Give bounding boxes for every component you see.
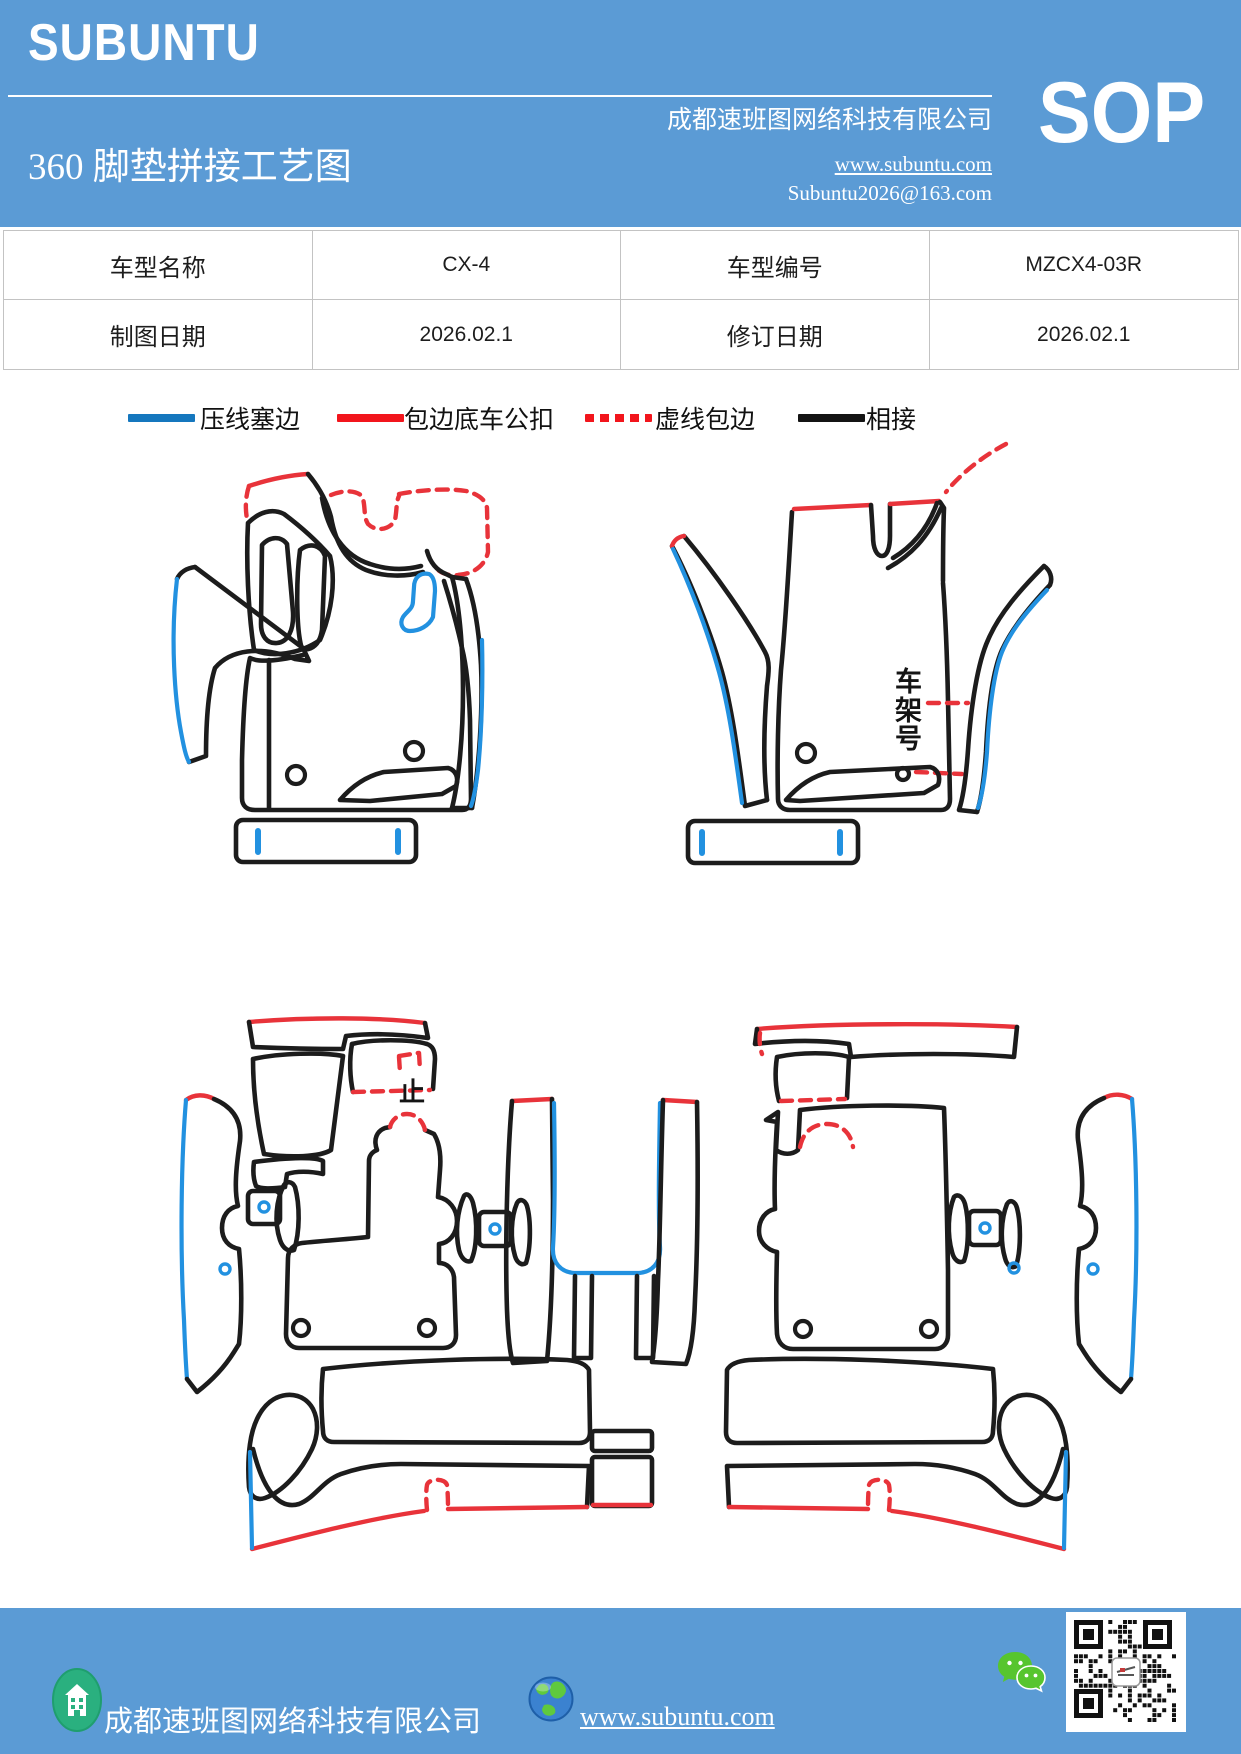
legend-swatch-red-dashed — [585, 414, 652, 422]
legend-label: 虚线包边 — [655, 407, 756, 434]
header-company-name: 成都速班图网络科技有限公司 — [666, 107, 992, 134]
qr-code — [1066, 1612, 1186, 1732]
footer-website-link[interactable]: www.subuntu.com — [580, 1702, 775, 1731]
revision-date-value: 2026.02.1 — [1037, 322, 1131, 346]
legend-label: 压线塞边 — [200, 407, 301, 434]
top-diagram-right-mat — [669, 441, 1054, 866]
legend-label: 相接 — [866, 407, 917, 434]
vehicle-info-table: 车型名称 CX-4 车型编号 MZCX4-03R 制图日期 2026.02.1 … — [3, 230, 1239, 370]
revision-date-label: 修订日期 — [621, 300, 930, 369]
brand-logo: SUBUNTU — [28, 13, 260, 72]
bottom-diagram-left-pieces — [245, 1016, 533, 1351]
legend-swatch-red — [337, 414, 404, 422]
wechat-icon — [998, 1652, 1046, 1693]
bottom-diagram-center-tunnel — [503, 1096, 700, 1509]
bottom-diagram-right-pieces — [752, 1022, 1023, 1352]
draw-date-value: 2026.02.1 — [313, 300, 621, 369]
legend-swatch-black — [798, 414, 865, 422]
model-code-label: 车型编号 — [621, 231, 930, 300]
header-email[interactable]: Subuntu2026@163.com — [787, 181, 992, 205]
vin-number-annotation: 车架号 — [895, 667, 922, 755]
model-name-value: CX-4 — [312, 231, 621, 300]
building-icon — [52, 1668, 102, 1732]
model-code-value: MZCX4-03R — [929, 231, 1238, 300]
globe-icon — [528, 1676, 574, 1722]
top-diagram-left-mat — [171, 471, 491, 865]
draw-date-label: 制图日期 — [4, 300, 313, 369]
page-title: 360 脚垫拼接工艺图 — [28, 147, 352, 188]
header-website-link[interactable]: www.subuntu.com — [834, 152, 992, 176]
legend-swatch-blue — [128, 414, 195, 422]
header: SUBUNTU 360 脚垫拼接工艺图 成都速班图网络科技有限公司 www.su… — [0, 0, 1241, 227]
model-name-label: 车型名称 — [4, 231, 313, 300]
bottom-diagram-right-strip — [1074, 1092, 1139, 1395]
stop-mark-annotation: 止 — [399, 1078, 426, 1107]
bottom-diagram-left-strip — [179, 1093, 244, 1395]
sop-label: SOP — [1038, 65, 1206, 161]
bottom-diagram-bottom-row — [246, 1356, 1070, 1552]
footer-company-name: 成都速班图网络科技有限公司 — [104, 1706, 482, 1738]
header-divider — [8, 95, 992, 97]
legend-label: 包边底车公扣 — [404, 407, 555, 434]
